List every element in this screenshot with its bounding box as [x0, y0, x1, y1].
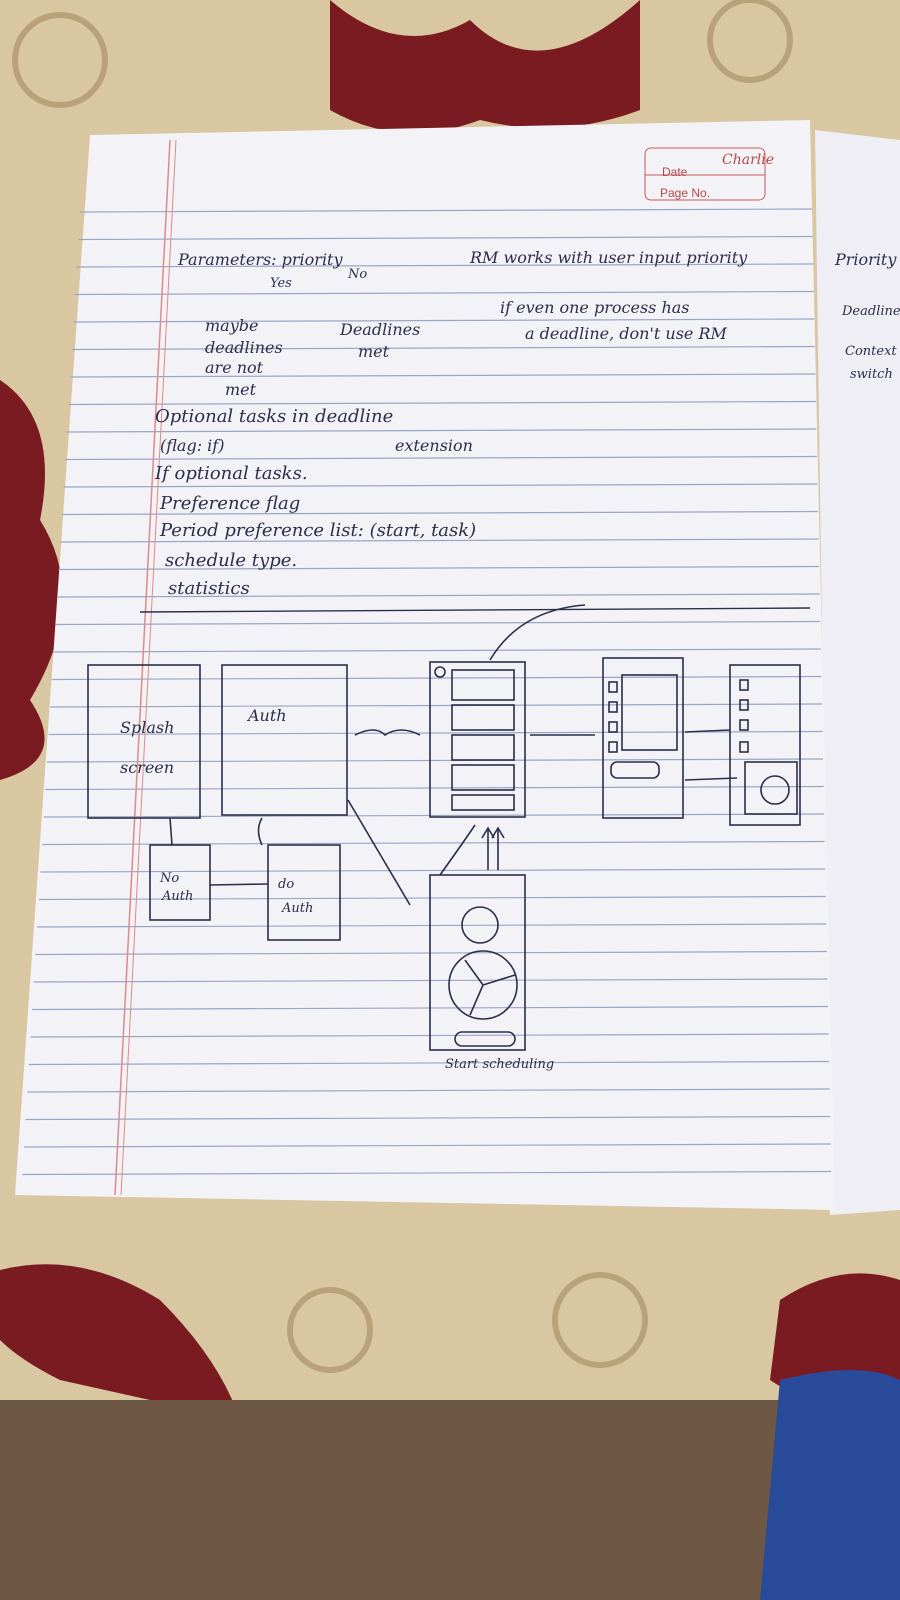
ruled-line	[66, 428, 817, 433]
date-label: Date	[662, 165, 688, 179]
ruled-line	[63, 483, 818, 488]
parameters-heading: Parameters: priority	[178, 250, 343, 269]
bullet-statistics: statistics	[168, 578, 250, 599]
page-number-label: Page No.	[660, 186, 711, 200]
ruled-line	[35, 950, 827, 956]
auth-frame	[221, 664, 348, 816]
notebook-brand: Charlie	[722, 152, 775, 168]
auth-label: Auth	[248, 706, 287, 725]
splash-screen-frame	[87, 664, 201, 819]
ruled-line	[53, 648, 821, 653]
start-screen-frame	[429, 874, 526, 1051]
ruled-line	[79, 208, 813, 213]
ruled-line	[40, 868, 826, 873]
start-scheduling-label: Start scheduling	[445, 1057, 555, 1072]
bullet-preference-flag: Preference flag	[160, 493, 301, 514]
maybe-line-4: met	[225, 380, 257, 399]
calendar-frame	[602, 657, 684, 819]
ruled-line	[27, 1088, 830, 1093]
process-note-line-1: if even one process has	[500, 298, 690, 317]
side-deadline: Deadline	[842, 304, 900, 319]
maybe-line-1: maybe	[205, 316, 259, 335]
deadlines-met-line-2: met	[358, 342, 390, 361]
bullet-schedule-type: schedule type.	[165, 550, 298, 571]
no-auth-label-2: Auth	[162, 889, 194, 904]
do-auth-label-1: do	[278, 877, 295, 892]
splash-label-2: screen	[120, 758, 175, 777]
ruled-line	[37, 923, 827, 928]
stats-frame	[729, 664, 801, 826]
ruled-line	[58, 565, 820, 571]
process-note-line-2: a deadline, don't use RM	[525, 324, 727, 343]
ruled-line	[51, 675, 822, 681]
ruled-line	[73, 318, 815, 323]
ruled-line	[65, 455, 817, 461]
no-label: No	[348, 267, 368, 282]
ruled-line	[61, 510, 819, 516]
ruled-line	[43, 813, 825, 818]
side-priority: Priority	[835, 250, 897, 269]
ruled-line	[38, 895, 826, 901]
yes-label: Yes	[270, 276, 292, 291]
side-switch: switch	[850, 367, 893, 382]
no-auth-frame	[149, 844, 211, 921]
ruled-line	[25, 1115, 831, 1121]
ruled-line	[71, 345, 815, 351]
ruled-line	[68, 400, 816, 406]
ruled-line	[23, 1143, 831, 1148]
task-list-frame	[429, 661, 526, 818]
bullet-flag-if: (flag: if)	[160, 436, 225, 455]
deadlines-met-line-1: Deadlines	[340, 320, 421, 339]
ruled-line	[55, 620, 821, 626]
maybe-line-3: are not	[205, 358, 264, 377]
ruled-line	[78, 235, 813, 241]
ruled-line	[45, 785, 824, 791]
ruled-line	[50, 703, 822, 708]
bullet-period-preference: Period preference list: (start, task)	[160, 520, 477, 541]
rm-note: RM works with user input priority	[470, 248, 748, 267]
ruled-line	[76, 263, 814, 268]
ruled-line	[22, 1170, 832, 1176]
do-auth-label-2: Auth	[282, 901, 314, 916]
bullet-optional-tasks: Optional tasks in deadline	[155, 406, 394, 427]
side-context: Context	[845, 344, 897, 359]
ruled-line	[46, 758, 824, 763]
bullet-if-optional-tasks: If optional tasks.	[155, 463, 308, 484]
no-auth-label-1: No	[160, 871, 180, 886]
bullet-extension: extension	[395, 436, 473, 455]
splash-label-1: Splash	[120, 718, 175, 737]
ruled-line	[70, 373, 816, 378]
ruled-line	[60, 538, 819, 543]
ruled-line	[56, 593, 820, 598]
do-auth-frame	[267, 844, 341, 941]
maybe-line-2: deadlines	[205, 338, 283, 357]
ruled-line	[28, 1060, 830, 1066]
ruled-line	[75, 290, 814, 296]
